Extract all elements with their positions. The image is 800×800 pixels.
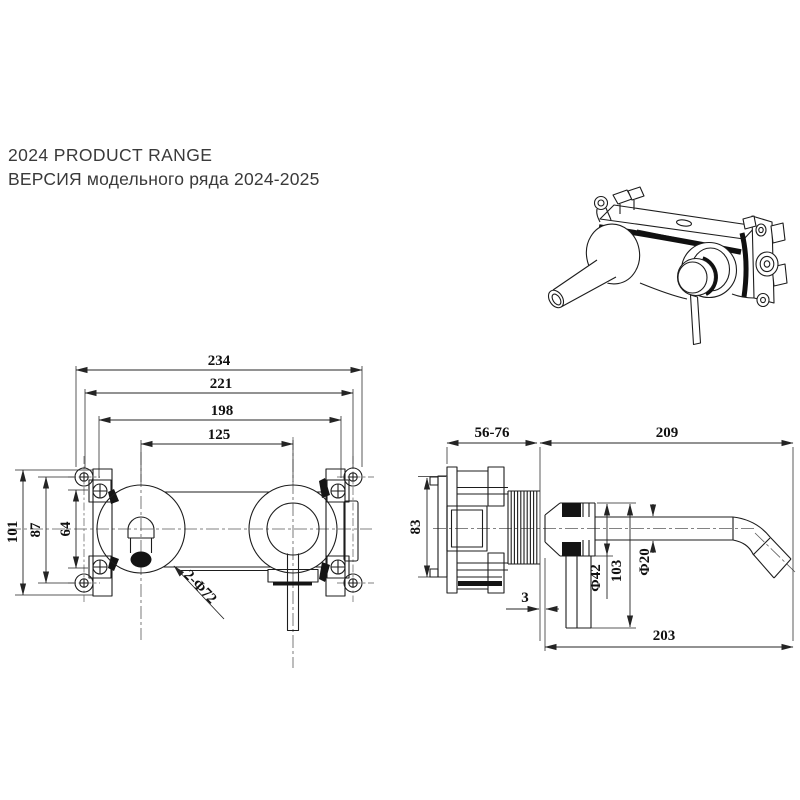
- left-mount-bracket: [74, 467, 113, 597]
- right-mount-bracket-3d: [742, 215, 788, 308]
- side-view: 56-76 209 83: [408, 425, 796, 651]
- mount-eyelet: [343, 467, 363, 487]
- spout-escutcheon-front: [96, 484, 186, 574]
- dim-bracket-height: 83: [408, 520, 424, 535]
- dim-escutcheon-diameter: Φ42: [588, 564, 604, 591]
- page-header: 2024 PRODUCT RANGE ВЕРСИЯ модельного ряд…: [8, 143, 320, 191]
- spout-escutcheon-side: [544, 502, 596, 557]
- dim-bracket-width: 198: [211, 403, 234, 419]
- threaded-sleeve: [507, 490, 540, 565]
- dim-drop-height: 103: [609, 560, 625, 583]
- spout-outlet-opening: [130, 551, 152, 568]
- handle-lever-front: [286, 553, 300, 632]
- dim-eyelet-spacing: 87: [28, 522, 44, 538]
- mount-eyelet: [74, 467, 94, 487]
- left-mount-bracket-3d: [593, 186, 645, 223]
- side-port: [343, 500, 359, 562]
- dim-spout-length: 203: [653, 628, 676, 644]
- dim-escutcheon-diameters-callout: 2-Φ72: [180, 567, 219, 607]
- dim-spout-diameter: Φ20: [637, 548, 653, 575]
- dim-wall-gap: 3: [521, 590, 529, 606]
- dim-mount-holes-width: 221: [210, 376, 233, 392]
- dim-wall-depth-range: 56-76: [475, 425, 510, 441]
- dim-total-height: 101: [5, 521, 21, 544]
- dim-spout-reach: 209: [656, 425, 679, 441]
- header-line-2: ВЕРСИЯ модельного ряда 2024-2025: [8, 169, 320, 189]
- inwall-bracket-side: [429, 466, 508, 594]
- handle-drop-side: [565, 556, 592, 629]
- front-view: 234 221 198 125 101 87 64: [5, 353, 374, 668]
- mount-eyelet: [74, 573, 94, 593]
- header-line-1: 2024 PRODUCT RANGE: [8, 145, 213, 165]
- dim-overall-width: 234: [208, 353, 231, 369]
- handle-escutcheon-front: [248, 484, 338, 574]
- dim-centers-distance: 125: [208, 427, 231, 443]
- spout-3d: [552, 259, 598, 291]
- body-top-hole: [676, 219, 692, 227]
- spout-side: [595, 516, 792, 579]
- mount-eyelet: [343, 573, 363, 593]
- dim-screw-spacing: 64: [58, 521, 74, 537]
- perspective-view: [547, 186, 788, 346]
- handle-lever-3d: [689, 294, 702, 346]
